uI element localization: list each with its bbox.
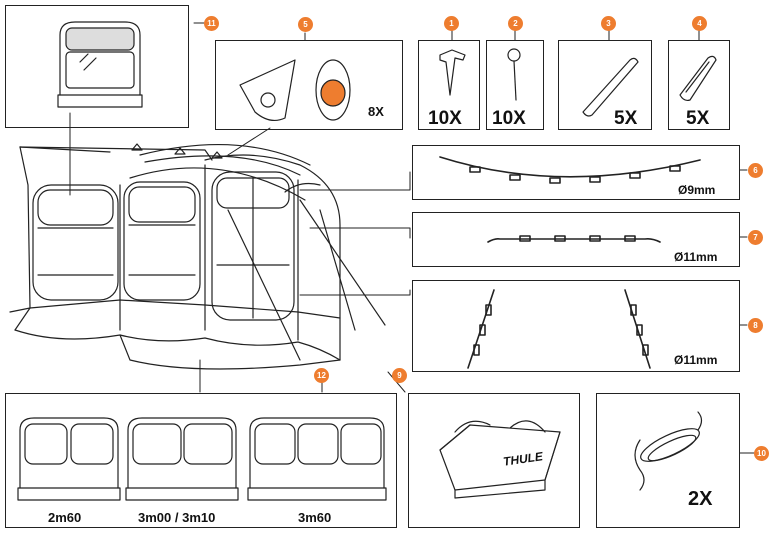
panel-12-illustrations xyxy=(17,417,387,501)
box-8 xyxy=(412,280,740,372)
part-1-illustration xyxy=(439,49,466,96)
part-4-illustration xyxy=(679,55,717,102)
leader-lines xyxy=(69,22,755,454)
box-3 xyxy=(558,40,652,130)
badge-10: 10 xyxy=(754,446,769,461)
badge-8: 8 xyxy=(748,318,763,333)
box-12 xyxy=(5,393,397,528)
part-5-quantity: 8X xyxy=(368,104,384,119)
part-3-quantity: 5X xyxy=(614,108,638,129)
badge-3: 3 xyxy=(601,16,616,31)
part-10-illustration xyxy=(634,411,703,491)
part-7-illustration xyxy=(487,235,661,243)
part-5-illustration xyxy=(239,59,351,122)
part-10-quantity: 2X xyxy=(688,488,713,510)
part-9-illustration xyxy=(439,420,561,499)
box-7 xyxy=(412,212,740,267)
badge-11: 11 xyxy=(204,16,219,31)
part-3-illustration xyxy=(582,57,639,117)
part-2-illustration xyxy=(507,48,521,101)
badge-4: 4 xyxy=(692,16,707,31)
badge-6: 6 xyxy=(748,163,763,178)
badge-9: 9 xyxy=(392,368,407,383)
part-8-illustration xyxy=(467,289,651,369)
badge-12: 12 xyxy=(314,368,329,383)
panel-11-illustration xyxy=(57,21,143,108)
panel-size-2: 3m00 / 3m10 xyxy=(138,510,216,525)
panel-size-3: 3m60 xyxy=(298,510,332,525)
box-10 xyxy=(596,393,740,528)
part-8-diameter: Ø11mm xyxy=(674,353,718,367)
box-5 xyxy=(215,40,403,130)
badge-2: 2 xyxy=(508,16,523,31)
part-6-illustration xyxy=(439,156,701,184)
part-4-quantity: 5X xyxy=(686,108,710,129)
part-6-diameter: Ø9mm xyxy=(678,183,716,197)
badge-5: 5 xyxy=(298,17,313,32)
badge-1: 1 xyxy=(444,16,459,31)
part-1-quantity: 10X xyxy=(428,108,462,129)
box-6 xyxy=(412,145,740,200)
badge-7: 7 xyxy=(748,230,763,245)
part-7-diameter: Ø11mm xyxy=(674,250,718,264)
panel-size-1: 2m60 xyxy=(48,510,82,525)
awning-illustration xyxy=(9,143,386,370)
part-2-quantity: 10X xyxy=(492,108,526,129)
